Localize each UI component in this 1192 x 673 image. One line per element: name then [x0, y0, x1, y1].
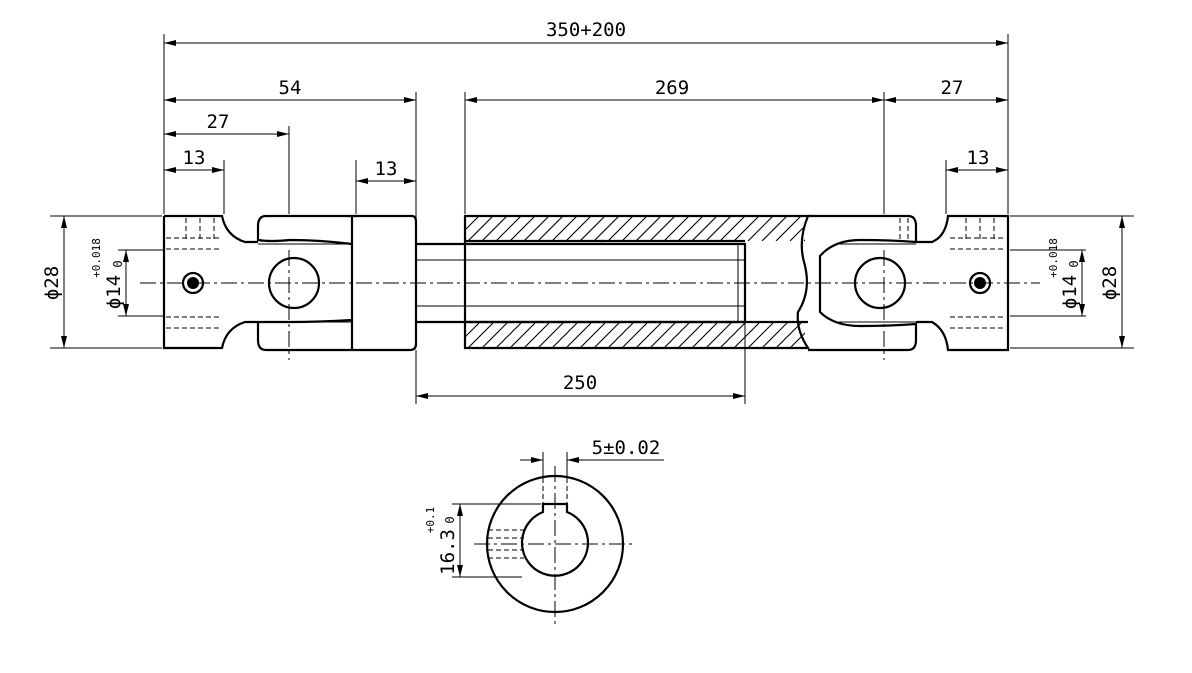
outer-tube-section: [463, 214, 811, 350]
left-yoke: [256, 214, 418, 360]
dim-shaft-length: 250: [563, 372, 597, 394]
left-yoke-cross-pin: [267, 256, 321, 310]
dim-left-yoke: 27: [207, 111, 230, 133]
keyway-section-view: 5±0.02 16.3 +0.1 0: [424, 437, 664, 624]
dimension-lines: 350+200 54 269 27 27 13 13 13 250 ϕ28: [41, 19, 1134, 404]
dim-overall-length: 350+200: [546, 19, 626, 41]
right-end-hub: [916, 214, 1010, 352]
shaft-assembly: [140, 214, 1040, 360]
right-yoke: [808, 214, 918, 360]
dim-keyway-depth-tol-lower: 0: [443, 516, 457, 523]
left-bore-tol-upper: +0.018: [90, 238, 103, 278]
left-end-hub: [162, 214, 258, 350]
right-bore-tol-lower: 0: [1067, 260, 1081, 267]
dim-left-end-small: 13: [183, 147, 206, 169]
right-pin-hole: [968, 271, 992, 295]
dim-right-yoke: 27: [941, 77, 964, 99]
left-bore-dia: ϕ14: [103, 275, 125, 309]
left-bore-tol-lower: 0: [111, 260, 125, 267]
dim-keyway-depth: 16.3: [437, 529, 459, 575]
dim-left-block: 54: [279, 77, 302, 99]
left-outer-dia: ϕ28: [41, 266, 63, 300]
section-outer-circle: [485, 474, 625, 614]
dim-keyway-width: 5±0.02: [592, 437, 661, 459]
right-yoke-cross-pin: [853, 256, 907, 310]
right-bore-tol-upper: +0.018: [1047, 238, 1060, 278]
dim-tube-length: 269: [655, 77, 689, 99]
right-bore-dia: ϕ14: [1059, 275, 1081, 309]
dim-keyway-depth-tol-upper: +0.1: [424, 507, 437, 534]
dim-left-mid-small: 13: [375, 158, 398, 180]
left-pin-hole: [181, 271, 205, 295]
dim-right-end-small: 13: [967, 147, 990, 169]
right-outer-dia: ϕ28: [1099, 266, 1121, 300]
